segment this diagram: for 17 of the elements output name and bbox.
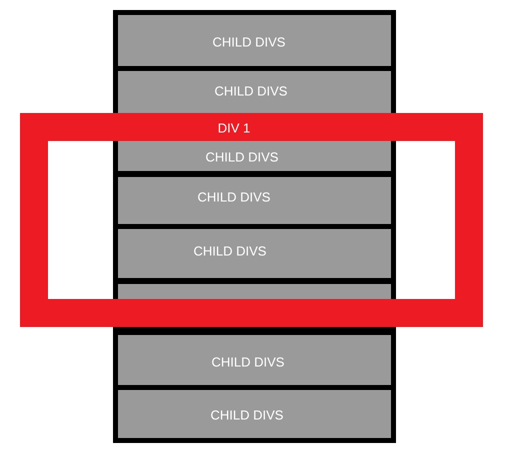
block-label: CHILD DIVS (206, 150, 278, 164)
child-block (118, 390, 391, 438)
child-block (118, 71, 391, 113)
child-block (118, 177, 391, 224)
block-label: CHILD DIVS (198, 190, 270, 204)
child-block (118, 141, 391, 171)
child-block (118, 284, 391, 299)
block-label: CHILD DIVS (212, 36, 286, 48)
block-label: CHILD DIVS (210, 408, 284, 422)
child-block (118, 229, 391, 278)
child-block (118, 15, 391, 66)
block-label: CHILD DIVS (214, 84, 288, 98)
block-label: CHILD DIVS (212, 356, 284, 368)
block-label: CHILD DIVS (194, 244, 266, 258)
highlight-frame (20, 113, 483, 327)
child-block (118, 335, 391, 385)
frame-label: DIV 1 (218, 122, 250, 134)
